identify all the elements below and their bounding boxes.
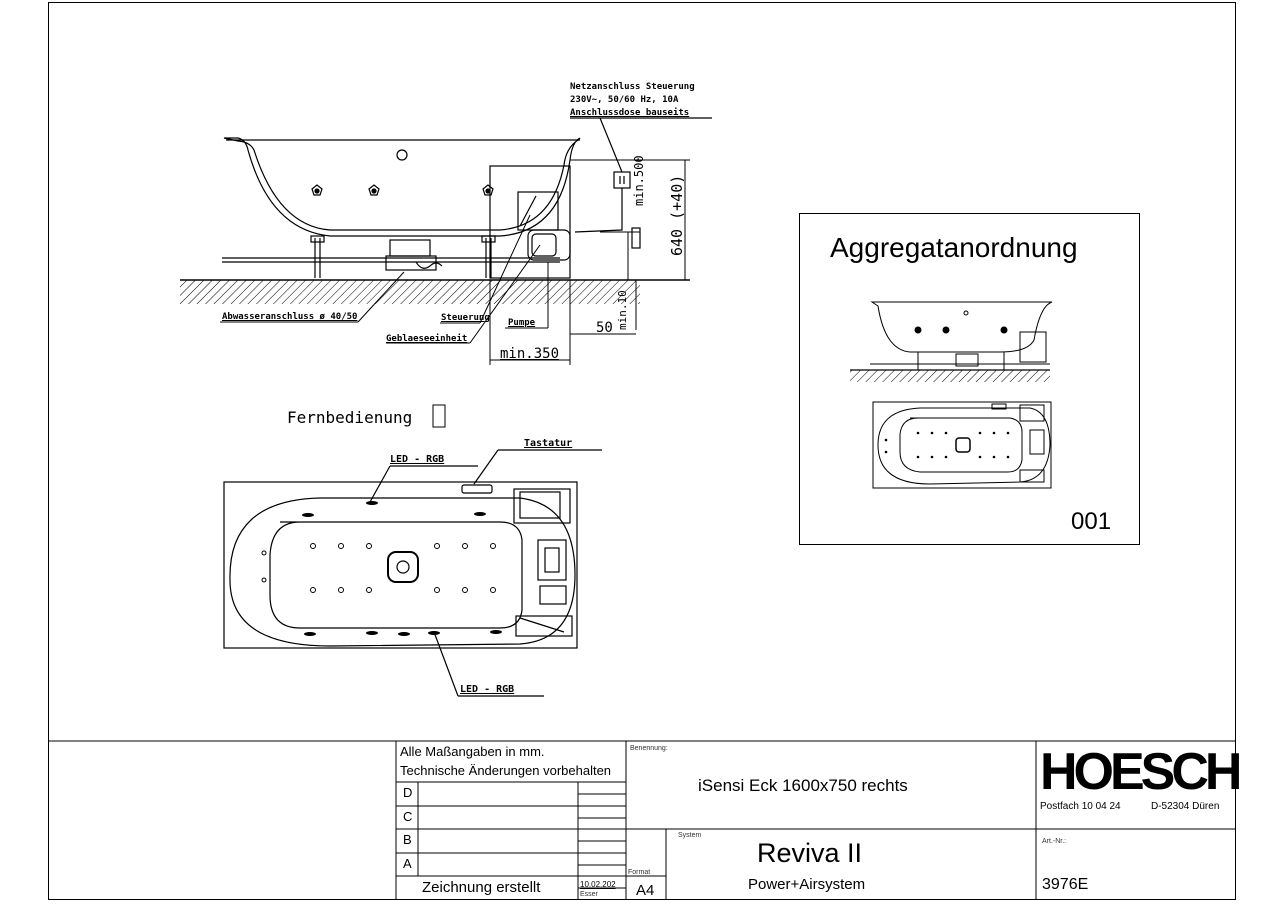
dim-min500: min.500 [632,155,646,206]
revision-b: B [403,832,412,847]
blower-label: Geblaeseeinheit [386,334,468,344]
power-label-line3: Anschlussdose bauseits [570,108,690,118]
power-label-line1: Netzanschluss Steuerung [570,82,695,92]
dim-640: 640 (+40) [668,174,686,256]
format-label: Format [628,869,651,876]
benennung-label: Benennung: [630,745,668,752]
panel-top-thumbnail [872,401,1052,489]
aggregate-panel [799,213,1140,545]
drawing-frame [48,2,1236,900]
address-postfach: Postfach 10 04 24 [1040,801,1121,812]
revision-c: C [403,809,413,824]
revision-d: D [403,785,413,800]
system-name: Reviva II [757,838,863,868]
pump-label: Pumpe [508,318,536,328]
led-rgb-bottom-label: LED - RGB [460,684,515,695]
address-city: D-52304 Düren [1151,801,1220,812]
drain-label: Abwasseranschluss ø 40/50 [222,312,358,322]
control-label: Steuerung [441,313,490,323]
panel-side-thumbnail [870,301,1053,370]
note-changes: Technische Änderungen vorbehalten [400,763,612,778]
format-value: A4 [636,882,655,899]
system-subtitle: Power+Airsystem [748,876,866,893]
created-by: Esser [580,891,598,898]
dim-50: 50 [596,320,613,336]
power-label-line2: 230V~, 50/60 Hz, 10A [570,95,679,105]
hoesch-logo: HOESCH [1040,743,1242,801]
note-dimensions: Alle Maßangaben in mm. [400,744,545,759]
dim-min350: min.350 [500,346,560,362]
artnr-value: 3976E [1042,876,1089,893]
remote-label: Fernbedienung [287,408,413,427]
revision-a: A [403,856,412,871]
created-date: 10.02.202 [580,880,616,889]
dim-min10: min.10 [616,290,629,330]
keypad-label: Tastatur [524,438,573,449]
led-rgb-top-label: LED - RGB [390,454,445,465]
title-block-grid [48,740,1236,900]
side-view [222,117,712,279]
top-view [223,449,602,697]
system-label: System [678,832,702,839]
artnr-label: Art.-Nr.: [1042,838,1067,845]
product-name: iSensi Eck 1600x750 rechts [698,776,908,795]
panel-number: 001 [1071,508,1112,535]
panel-title: Aggregatanordnung [830,232,1078,263]
created-label: Zeichnung erstellt [422,879,541,896]
